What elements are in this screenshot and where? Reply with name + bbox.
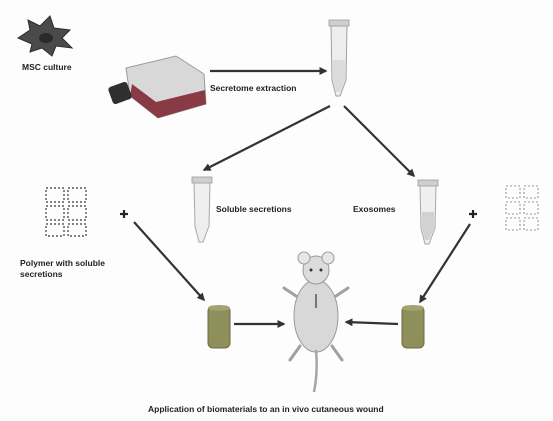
centrifuge-tube-icon bbox=[418, 180, 438, 244]
arrow-icon bbox=[204, 106, 330, 170]
culture-flask-icon bbox=[108, 56, 206, 118]
polymer-network-icon bbox=[506, 186, 538, 230]
centrifuge-tube-icon bbox=[192, 177, 212, 242]
polymer-label-line1: Polymer with soluble bbox=[20, 258, 105, 269]
msc-culture-label: MSC culture bbox=[22, 62, 72, 73]
scaffold-cylinder-icon bbox=[208, 305, 230, 348]
centrifuge-tube-icon bbox=[329, 20, 349, 96]
arrow-icon bbox=[344, 106, 414, 176]
secretome-extraction-label: Secretome extraction bbox=[210, 83, 296, 94]
arrow-icon bbox=[134, 222, 204, 300]
soluble-secretions-label: Soluble secretions bbox=[216, 204, 292, 215]
polymer-network-icon bbox=[46, 188, 86, 236]
plus-icon bbox=[120, 210, 128, 218]
plus-icon bbox=[469, 210, 477, 218]
arrow-icon bbox=[346, 322, 398, 324]
polymer-label-line2: secretions bbox=[20, 269, 63, 280]
exosomes-label: Exosomes bbox=[353, 204, 396, 215]
scaffold-cylinder-icon bbox=[402, 305, 424, 348]
caption: Application of biomaterials to an in viv… bbox=[148, 404, 384, 415]
mouse-icon bbox=[284, 252, 348, 392]
msc-cell-icon bbox=[18, 16, 72, 56]
